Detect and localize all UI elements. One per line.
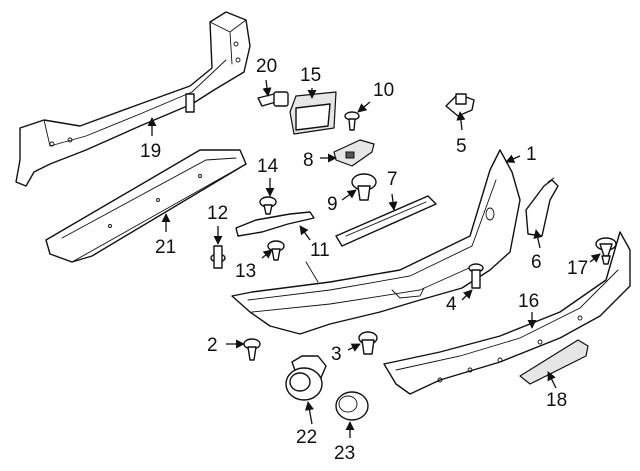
side-bracket-part <box>525 177 559 237</box>
callout-19: 19 <box>140 141 161 162</box>
lower-valance-part <box>383 231 631 395</box>
callout-9: 9 <box>327 194 338 215</box>
callout-20: 20 <box>256 56 277 77</box>
callout-4: 4 <box>446 294 457 315</box>
bracket-part <box>333 139 375 167</box>
bolt-part <box>257 91 289 107</box>
callout-15: 15 <box>300 65 321 86</box>
callout-labels: 1 2 3 4 5 6 7 8 9 10 11 12 13 14 15 16 1… <box>140 56 588 464</box>
retainer-clip-part <box>351 173 377 201</box>
screw-part-14 <box>259 196 277 215</box>
reflector-strip-part <box>335 195 437 247</box>
callout-18: 18 <box>546 390 567 411</box>
energy-absorber-part <box>45 149 247 263</box>
screw-part-2 <box>243 338 261 361</box>
callout-21: 21 <box>155 237 176 258</box>
callout-10: 10 <box>373 80 394 101</box>
leader-lines <box>147 79 601 438</box>
callout-11: 11 <box>310 240 330 261</box>
callout-14: 14 <box>257 156 279 177</box>
callout-3: 3 <box>331 344 342 365</box>
stud-fastener-part <box>210 245 226 269</box>
reinforcement-beam-part <box>15 11 251 187</box>
nut-clip-part <box>445 93 475 117</box>
rear-reflector-part <box>519 339 589 385</box>
mounting-bracket-part <box>235 211 315 237</box>
sensor-cap-part <box>335 391 369 421</box>
clip-part-3 <box>358 331 378 355</box>
screw-part <box>344 111 360 131</box>
bracket-pad-part <box>289 91 337 135</box>
callout-6: 6 <box>531 252 542 273</box>
callout-22: 22 <box>296 427 317 448</box>
callout-1: 1 <box>526 144 537 165</box>
callout-13: 13 <box>235 261 256 282</box>
callout-17: 17 <box>567 258 588 279</box>
callout-16: 16 <box>518 291 539 312</box>
callout-12: 12 <box>207 203 228 224</box>
screw-part-13 <box>267 240 285 261</box>
callout-23: 23 <box>334 443 355 464</box>
bolt-part-4 <box>468 263 484 289</box>
callout-8: 8 <box>303 150 314 171</box>
bumper-cover-part <box>231 149 521 335</box>
callout-5: 5 <box>456 136 467 157</box>
callout-7: 7 <box>387 169 398 190</box>
callout-2: 2 <box>207 335 218 356</box>
park-sensor-part <box>285 355 327 401</box>
